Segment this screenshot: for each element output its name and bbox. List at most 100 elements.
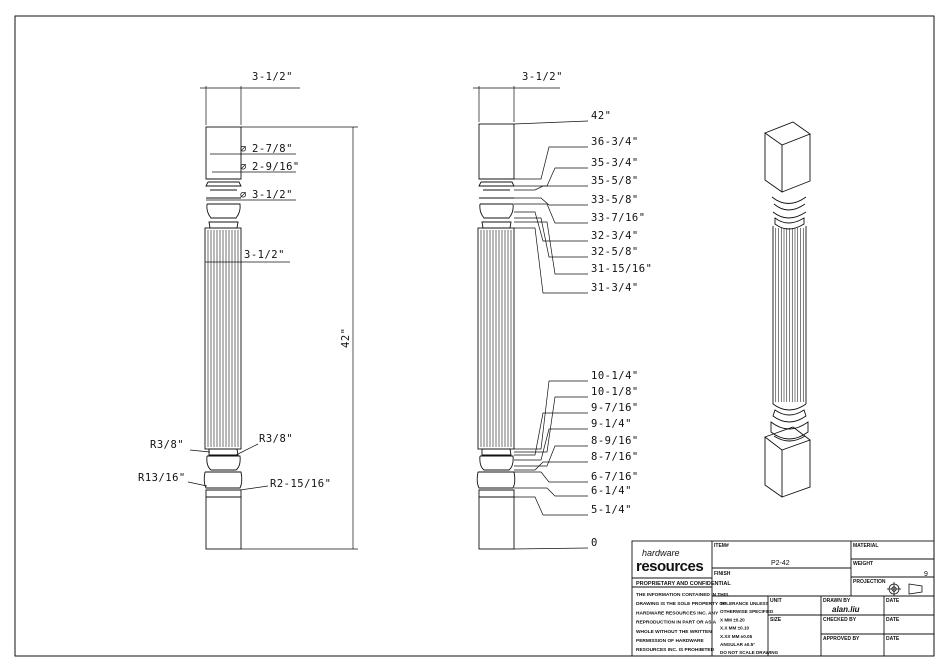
title-block [631,540,935,657]
side-top-dimension [473,86,560,122]
diameter-symbol-icon: ∅ [240,161,247,173]
front-shaft-width-label: 3-1/2" [244,249,285,261]
drawn-by-label: DRAWN BY [823,598,851,604]
front-diameter-b-label: 2-9/16" [252,161,300,173]
height-label: 10-1/8" [591,386,639,398]
iso-flutes [775,228,804,402]
note-line: TOLERANCE UNLESS [720,601,768,606]
height-leader [514,428,588,461]
note-line: ANGULAR ±0.5° [720,642,755,647]
date-label-approved: DATE [886,636,900,642]
side-view [476,123,516,550]
height-leader [514,496,588,516]
front-dimension-lines [187,86,358,550]
side-upper-collar [478,178,515,229]
approved-by-label: APPROVED BY [823,636,860,642]
iso-bottom-block [764,426,811,498]
height-leader [513,547,589,550]
front-bottom-block [205,496,242,550]
side-bottom-block [478,496,515,550]
height-label: 36-3/4" [591,136,639,148]
height-leader [514,221,588,275]
projection-label: PROJECTION [853,579,886,585]
material-label: MATERIAL [853,543,878,549]
iso-upper-collar [771,196,807,230]
height-leader [514,203,588,224]
iso-lower-collar [770,403,809,442]
note-line: DRAWING IS THE SOLE PROPERTY OF [636,601,726,607]
front-top-width-label: 3-1/2" [252,71,293,83]
note-line: REPRODUCTION IN PART OR AS A [636,620,717,626]
front-diameter-c-label: 3-1/2" [252,189,293,201]
height-label: 35-3/4" [591,157,639,169]
height-leader [514,197,588,206]
height-leader [514,471,588,483]
height-leader [514,412,588,456]
diameter-symbol-icon: ∅ [240,143,247,155]
side-flutes [480,230,512,447]
note-line: PERMISSION OF HARDWARE [636,638,704,644]
height-label: 10-1/4" [591,370,639,382]
side-top-width-label: 3-1/2" [522,71,563,83]
checked-by-label: CHECKED BY [823,617,857,623]
note-line: X.X MM ±0.10 [720,626,750,631]
confidential-notice: THE INFORMATION CONTAINED IN THIS DRAWING… [636,592,729,653]
front-radius-upper-right: R3/8" [259,433,293,445]
front-radius-lower-left: R13/16" [138,472,186,484]
height-label: 31-15/16" [591,263,652,275]
height-leader [514,217,588,258]
front-height-label: 42" [340,328,352,348]
date-label-drawn: DATE [886,598,900,604]
front-radius-upper-left: R3/8" [150,439,184,451]
diameter-symbol-icon: ∅ [240,189,247,201]
height-leader [514,461,588,471]
weight-value: 9 [924,571,928,578]
finish-label: FINISH [714,571,731,577]
logo-top-text: hardware [642,548,680,558]
height-label: 33-7/16" [591,212,646,224]
proprietary-heading: PROPRIETARY AND CONFIDENTIAL [636,581,731,587]
height-leader [513,120,589,125]
height-leader [514,227,588,294]
note-line: RESOURCES INC. IS PROHIBITED [636,647,715,653]
note-line: HARDWARE RESOURCES INC. ANY [636,610,719,616]
note-line: THE INFORMATION CONTAINED IN THIS [636,592,729,598]
isometric-view [764,121,811,498]
height-label: 8-7/16" [591,451,639,463]
height-label: 9-1/4" [591,418,632,430]
front-lower-collar [203,448,243,498]
drawn-by-signature: alan.liu [832,605,860,614]
height-leader [514,396,588,453]
height-label: 5-1/4" [591,504,632,516]
side-height-labels: 42"36-3/4"35-3/4"35-5/8"33-5/8"33-7/16"3… [591,110,652,549]
note-line: WHOLE WITHOUT THE WRITTEN [636,629,712,635]
size-label: SIZE [770,617,782,623]
height-label: 31-3/4" [591,282,639,294]
front-view [203,126,243,550]
note-line: X.XX MM ±0.05 [720,634,753,639]
height-label: 0 [591,537,598,549]
sheet-border [14,15,935,657]
height-leader [514,167,588,187]
front-diameter-a-label: 2-7/8" [252,143,293,155]
iso-top-face [764,121,811,146]
front-flutes [207,230,239,447]
front-top-block [205,126,242,180]
height-label: 8-9/16" [591,435,639,447]
side-top-block [478,123,515,180]
height-leader [514,487,588,497]
height-label: 33-5/8" [591,194,639,206]
height-label: 9-7/16" [591,402,639,414]
height-leader [514,185,588,191]
height-label: 32-5/8" [591,246,639,258]
note-line: OTHERWISE SPECIFIED [720,609,774,614]
iso-shaft-outline [772,226,807,404]
height-label: 6-7/16" [591,471,639,483]
note-line: DO NOT SCALE DRAWING [720,650,779,655]
front-radius-lower-right: R2-15/16" [270,478,331,490]
weight-label: WEIGHT [853,561,873,567]
side-lower-collar [476,448,516,498]
height-leader [514,380,588,450]
